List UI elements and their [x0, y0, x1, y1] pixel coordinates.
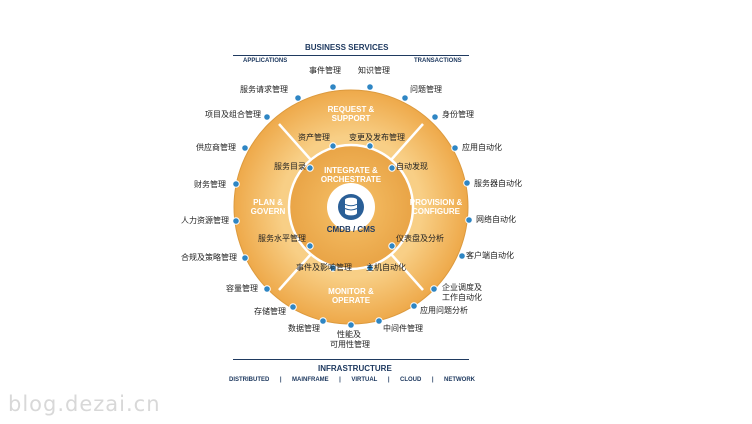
dot-identity — [431, 113, 439, 121]
infra-separator: | — [279, 377, 282, 383]
inner-dots — [306, 142, 396, 272]
dot-capacity — [263, 285, 271, 293]
outer-label-supplier: 供应商管理 — [196, 143, 236, 152]
inner-label-service-catalog: 服务目录 — [274, 162, 306, 171]
inner-label-event-impact: 事件及影响管理 — [296, 263, 352, 272]
infra-separator: | — [431, 377, 434, 383]
infra-separator: | — [387, 377, 390, 383]
infrastructure-title: INFRASTRUCTURE — [318, 364, 392, 373]
outer-label-project: 项目及组合管理 — [205, 110, 261, 119]
dot-event — [329, 83, 337, 91]
dot-finance — [232, 180, 240, 188]
watermark: blog.dezai.cn — [8, 392, 161, 416]
infra-distributed: DISTRIBUTED — [229, 377, 270, 383]
dot-service-request — [294, 94, 302, 102]
dot-problem — [401, 94, 409, 102]
outer-label-identity: 身份管理 — [442, 110, 474, 119]
outer-label-server-automation: 服务器自动化 — [474, 179, 522, 188]
inner-label-slm: 服务水平管理 — [258, 234, 306, 243]
outer-label-storage: 存储管理 — [254, 307, 286, 316]
infra-cloud: CLOUD — [399, 377, 422, 383]
outer-label-client-automation: 客户端自动化 — [466, 251, 514, 260]
outer-label-service-request: 服务请求管理 — [240, 85, 288, 94]
outer-label-app-automation: 应用自动化 — [462, 143, 502, 152]
outer-label-app-analysis: 应用问题分析 — [420, 306, 468, 315]
infrastructure-items: DISTRIBUTED | MAINFRAME | VIRTUAL | CLOU… — [229, 377, 475, 383]
bottom-divider — [233, 359, 469, 360]
database-icon — [338, 194, 364, 220]
dot-performance — [347, 321, 355, 329]
dot-compliance — [241, 254, 249, 262]
applications-label: APPLICATIONS — [243, 58, 288, 64]
outer-label-data: 数据管理 — [288, 324, 320, 333]
dot-supplier — [241, 144, 249, 152]
outer-label-compliance: 合规及策略管理 — [181, 253, 237, 262]
outer-dots — [232, 83, 473, 329]
infra-virtual: VIRTUAL — [351, 377, 378, 383]
outer-label-capacity: 容量管理 — [226, 284, 258, 293]
dot-middleware — [375, 317, 383, 325]
outer-label-performance-1: 性能及 — [337, 330, 361, 339]
dot-data — [319, 317, 327, 325]
inner-label-discovery: 自动发现 — [396, 162, 428, 171]
business-services-title: BUSINESS SERVICES — [305, 43, 389, 52]
transactions-label: TRANSACTIONS — [414, 58, 462, 64]
dot-server-automation — [463, 179, 471, 187]
top-divider — [233, 55, 469, 56]
infra-network: NETWORK — [443, 377, 475, 383]
center-cmdb-label: CMDB / CMS — [326, 225, 376, 234]
dot-hr — [232, 217, 240, 225]
dot-network-automation — [465, 216, 473, 224]
segment-integrate-orchestrate: INTEGRATE & ORCHESTRATE — [320, 166, 382, 184]
segment-plan-govern: PLAN & GOVERN — [250, 198, 286, 216]
segment-provision-configure: PROVISION & CONFIGURE — [409, 198, 463, 216]
outer-label-event: 事件管理 — [309, 66, 341, 75]
inner-label-change-release: 变更及发布管理 — [349, 133, 405, 142]
segment-request-support: REQUEST & SUPPORT — [327, 105, 375, 123]
dot-scheduling — [430, 285, 438, 293]
inner-label-host-automation: 主机自动化 — [366, 263, 406, 272]
outer-label-finance: 财务管理 — [194, 180, 226, 189]
dot-storage — [289, 303, 297, 311]
dot-app-analysis — [410, 302, 418, 310]
outer-label-performance-2: 可用性管理 — [330, 340, 370, 349]
inner-label-asset: 资产管理 — [298, 133, 330, 142]
outer-label-network-automation: 网络自动化 — [476, 215, 516, 224]
dot-client-automation — [458, 252, 466, 260]
outer-label-hr: 人力资源管理 — [181, 216, 229, 225]
infra-separator: | — [339, 377, 341, 383]
outer-label-middleware: 中间件管理 — [383, 324, 423, 333]
inner-label-dashboard: 仪表盘及分析 — [396, 234, 444, 243]
outer-label-knowledge: 知识管理 — [358, 66, 390, 75]
infra-mainframe: MAINFRAME — [292, 377, 329, 383]
dot-project — [263, 113, 271, 121]
dot-app-automation — [451, 144, 459, 152]
segment-monitor-operate: MONITOR & OPERATE — [328, 287, 374, 305]
dot-knowledge — [366, 83, 374, 91]
outer-label-problem: 问题管理 — [410, 85, 442, 94]
segment-dividers — [278, 123, 424, 291]
outer-label-scheduling-1: 企业调度及 — [442, 283, 482, 292]
outer-label-scheduling-2: 工作自动化 — [442, 293, 482, 302]
